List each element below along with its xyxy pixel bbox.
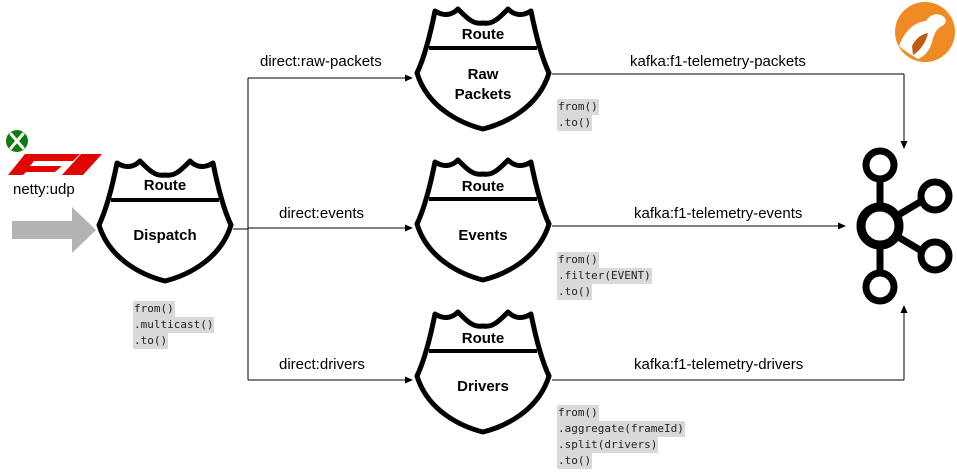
route-events-header: Route [462,178,505,195]
code-line: .to() [133,333,169,349]
edge-label-direct-events: direct:events [279,205,364,222]
route-raw-name-line1: Raw [468,66,499,83]
f1-logo-icon [8,154,102,175]
route-dispatch-name: Dispatch [133,227,196,244]
route-raw-header: Route [462,26,505,43]
edge-label-kafka-events: kafka:f1-telemetry-events [634,205,802,222]
edge-label-kafka-packets: kafka:f1-telemetry-packets [630,53,806,70]
events-code: from() .filter(EVENT) .to() [557,252,652,300]
route-raw-name-line2: Packets [455,86,512,103]
route-drivers-shield: Route Drivers [417,312,549,432]
kafka-connectors [552,73,908,381]
input-arrow [12,207,96,253]
route-dispatch-shield: Route Dispatch [99,161,231,281]
code-line: .aggregate(frameId) [557,421,685,437]
route-dispatch-header: Route [144,177,187,194]
route-raw-packets-shield: Route Raw Packets [417,9,549,129]
code-line: from() [557,99,599,115]
code-line: .split(drivers) [557,437,659,453]
edge-label-direct-raw-packets: direct:raw-packets [260,53,382,70]
route-drivers-header: Route [462,330,505,347]
code-line: .to() [557,453,593,469]
route-events-name: Events [458,227,507,244]
apache-kafka-logo-icon [856,147,953,305]
code-line: .multicast() [133,317,215,333]
xbox-logo-icon [6,130,28,152]
code-line: .to() [557,115,593,131]
netty-udp-label: netty:udp [13,181,75,198]
drivers-code: from() .aggregate(frameId) .split(driver… [557,405,685,469]
dispatch-connectors [233,74,413,384]
edge-label-kafka-drivers: kafka:f1-telemetry-drivers [634,356,803,373]
route-drivers-name: Drivers [457,378,509,395]
code-line: .to() [557,284,593,300]
apache-camel-logo-icon [895,2,955,62]
code-line: from() [557,405,599,421]
route-events-shield: Route Events [417,160,549,280]
raw-packets-code: from() .to() [557,99,599,131]
code-line: from() [133,301,175,317]
code-line: from() [557,252,599,268]
code-line: .filter(EVENT) [557,268,652,284]
dispatch-code: from() .multicast() .to() [133,301,215,349]
edge-label-direct-drivers: direct:drivers [279,356,365,373]
